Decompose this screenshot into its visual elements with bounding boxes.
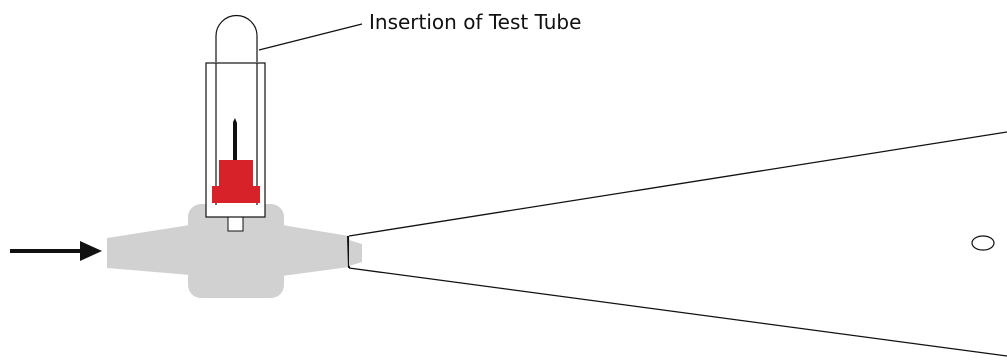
needle (233, 118, 237, 160)
red-stopper (212, 160, 260, 203)
insertion-label: Insertion of Test Tube (369, 10, 581, 34)
spray-cone-lower-line (348, 267, 1007, 357)
central-housing (188, 204, 284, 298)
right-nozzle (282, 225, 349, 276)
test-tube (215, 14, 258, 62)
connector-neck (227, 215, 244, 232)
inner-tube (215, 63, 258, 205)
nozzle-tip-cap (349, 240, 362, 266)
nozzle-tip (347, 235, 350, 269)
input-arrow (10, 241, 102, 261)
label-leader-line (258, 23, 363, 51)
spray-cone-upper-line (348, 131, 1007, 237)
left-nozzle (107, 225, 190, 275)
target-oval (971, 235, 995, 251)
